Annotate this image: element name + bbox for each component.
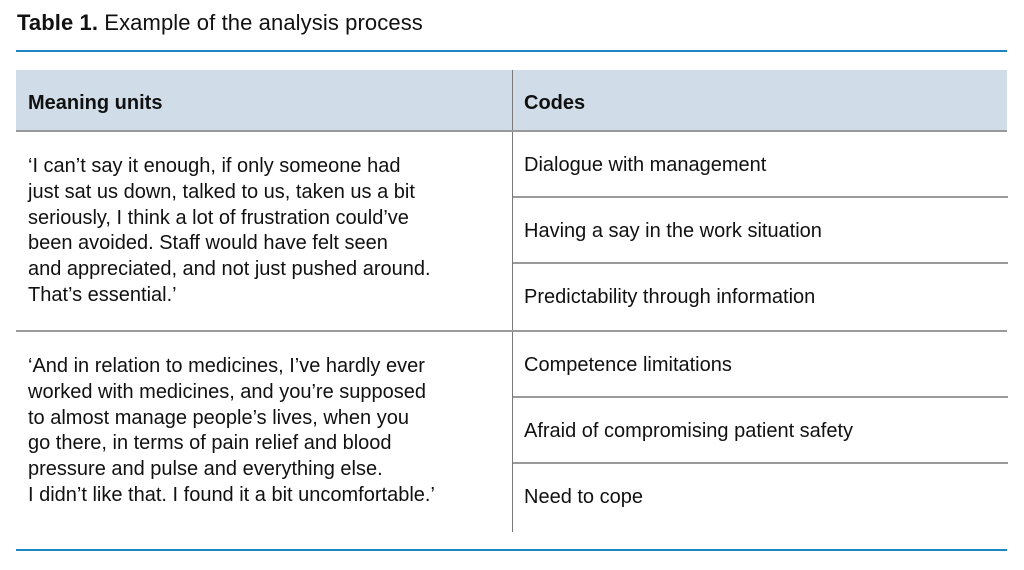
table-caption-text: Example of the analysis process	[98, 10, 423, 35]
top-rule	[16, 50, 1007, 52]
analysis-table: Meaning units Codes ‘I can’t say it enou…	[16, 70, 1008, 532]
header-codes: Codes	[512, 70, 1007, 130]
code-item: Afraid of compromising patient safety	[513, 398, 1008, 464]
meaning-unit-cell: ‘I can’t say it enough, if only someone …	[28, 155, 431, 306]
table-caption: Table 1. Example of the analysis process	[17, 8, 423, 38]
codes-cell: Competence limitations Afraid of comprom…	[512, 332, 1008, 532]
table-row: ‘I can’t say it enough, if only someone …	[16, 132, 1008, 332]
bottom-rule	[16, 549, 1007, 551]
code-item: Predictability through information	[524, 286, 816, 308]
table-header-row: Meaning units Codes	[16, 70, 1007, 132]
table-caption-label: Table 1.	[17, 10, 99, 35]
codes-cell: Dialogue with management Having a say in…	[512, 132, 1008, 330]
code-item: Need to cope	[524, 486, 643, 508]
code-item: Competence limitations	[513, 332, 1008, 398]
header-meaning-units: Meaning units	[28, 92, 163, 114]
meaning-unit-cell: ‘And in relation to medicines, I’ve hard…	[28, 355, 435, 506]
code-item: Dialogue with management	[513, 132, 1008, 198]
code-item: Having a say in the work situation	[513, 198, 1008, 264]
table-row: ‘And in relation to medicines, I’ve hard…	[16, 332, 1008, 532]
